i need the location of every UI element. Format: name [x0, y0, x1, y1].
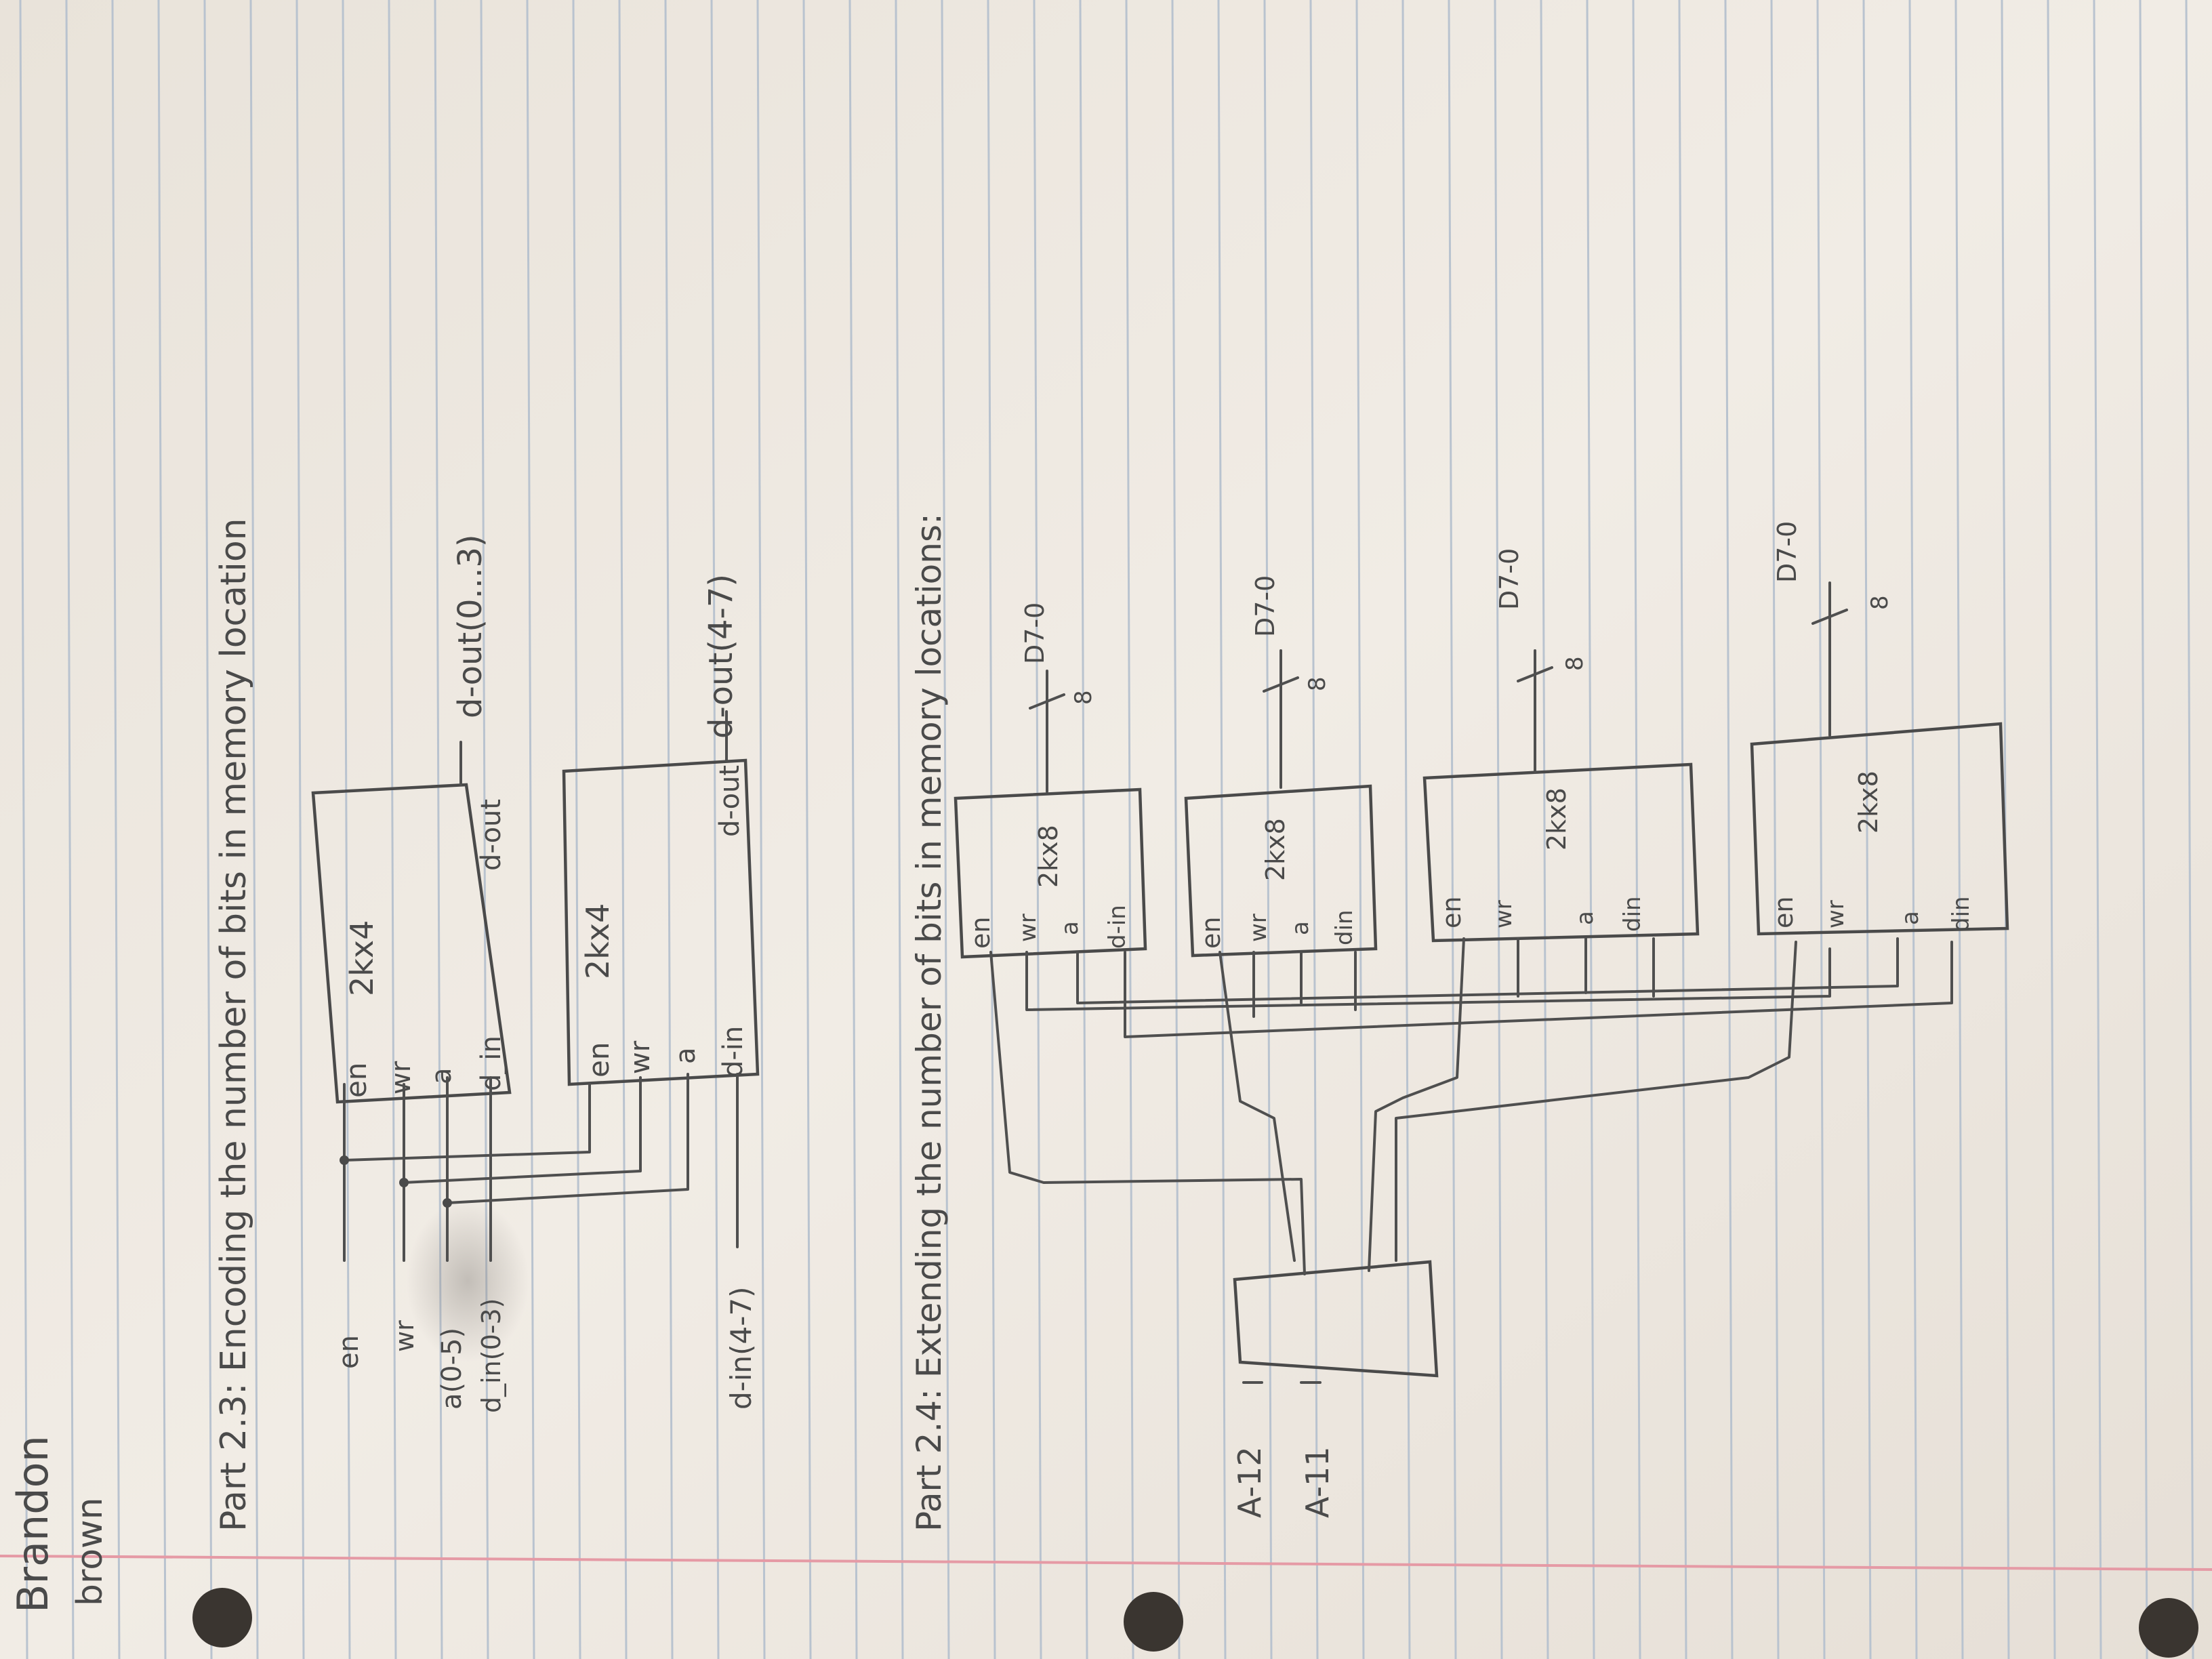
- chip24-3-bus-width: 8: [1561, 656, 1589, 671]
- input-din-lo-label: d_in(0-3): [476, 1298, 506, 1413]
- chip24-3-pin-en: en: [1437, 897, 1467, 928]
- author-name-line2: brown: [70, 1497, 110, 1606]
- chip2-pin-dout: d-out: [714, 765, 745, 837]
- chip1-size: 2kx4: [344, 920, 380, 996]
- decoder-input-a11-label: A-11: [1299, 1446, 1336, 1518]
- part24-title: Part 2.4: Extending the number of bits i…: [909, 513, 949, 1532]
- chip2-pin-en: en: [582, 1042, 615, 1078]
- smudge: [407, 1200, 529, 1362]
- binder-hole: [192, 1588, 252, 1647]
- chip24-4-pin-din: din: [1948, 896, 1975, 932]
- input-din-hi-label: d-in(4-7): [724, 1287, 758, 1410]
- chip24-2-size: 2kx8: [1261, 818, 1290, 881]
- input-wr-label: wr: [390, 1320, 419, 1352]
- chip24-3-pin-a: a: [1572, 911, 1599, 925]
- chip2-size: 2kx4: [579, 903, 616, 979]
- chip1-pin-dout: d-out: [476, 799, 507, 871]
- binder-hole: [2139, 1598, 2198, 1658]
- chip2-pin-wr: wr: [625, 1040, 656, 1074]
- chip24-1-bus-width: 8: [1070, 690, 1097, 705]
- chip24-3-pin-wr: wr: [1490, 900, 1517, 928]
- chip1-pin-a: a: [426, 1067, 457, 1084]
- chip24-4-pin-a: a: [1897, 911, 1924, 925]
- input-en-label: en: [333, 1335, 365, 1369]
- chip24-4-bus: D7-0: [1772, 521, 1802, 583]
- chip24-2-pin-a: a: [1287, 921, 1314, 935]
- chip24-1-pin-wr: wr: [1015, 914, 1042, 942]
- binder-hole: [1124, 1592, 1183, 1652]
- chip2-pin-din: d-in: [718, 1026, 749, 1078]
- chip24-1-bus: D7-0: [1020, 602, 1050, 664]
- chip24-2-bus-width: 8: [1304, 676, 1331, 691]
- chip24-2-pin-wr: wr: [1245, 914, 1272, 942]
- chip24-1-pin-din: d-in: [1104, 905, 1131, 949]
- chip24-3-bus: D7-0: [1494, 548, 1524, 610]
- chip1-output-label: d-out(0...3): [451, 534, 489, 718]
- part23-title: Part 2.3: Encoding the number of bits in…: [213, 518, 254, 1532]
- chip24-1-pin-a: a: [1057, 921, 1084, 935]
- chip24-3-size: 2kx8: [1542, 787, 1572, 851]
- chip24-4-size: 2kx8: [1853, 771, 1883, 834]
- chip24-4-bus-width: 8: [1866, 595, 1893, 610]
- chip24-1-pin-en: en: [966, 917, 996, 949]
- input-a-label: a(0-5): [436, 1328, 468, 1410]
- author-name: Brandon: [8, 1435, 58, 1613]
- chip24-2-pin-en: en: [1196, 917, 1226, 949]
- chip24-2-bus: D7-0: [1250, 575, 1280, 637]
- chip2-pin-a: a: [670, 1047, 701, 1064]
- chip24-4-pin-wr: wr: [1822, 900, 1849, 928]
- chip24-2-pin-din: din: [1331, 909, 1358, 945]
- decoder-input-a12-label: A-12: [1231, 1446, 1268, 1518]
- chip1-pin-wr: wr: [386, 1061, 417, 1094]
- chip24-4-pin-en: en: [1769, 897, 1799, 928]
- chip24-1-size: 2kx8: [1033, 825, 1063, 888]
- chip2-output-label: d-out(4-7): [702, 574, 740, 739]
- chip24-3-pin-din: din: [1619, 896, 1646, 932]
